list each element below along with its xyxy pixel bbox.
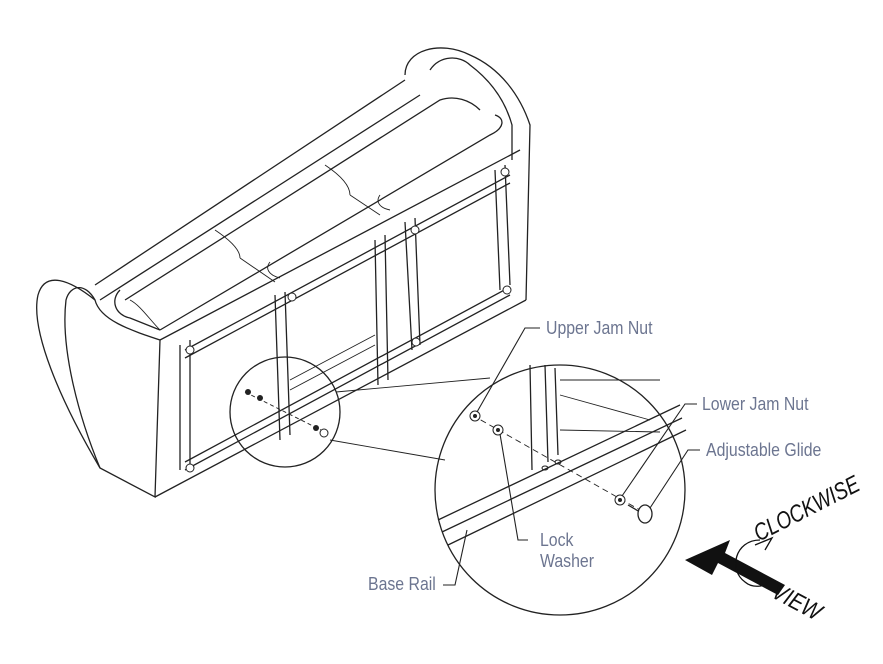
label-adjustable-glide: Adjustable Glide — [706, 440, 822, 460]
label-lower-jam-nut: Lower Jam Nut — [702, 394, 809, 414]
leader-lines — [443, 327, 700, 586]
label-lock: Lock — [540, 530, 574, 550]
label-base-rail: Base Rail — [368, 574, 436, 594]
detail-callout-small — [229, 356, 341, 468]
detail-callout-large — [434, 364, 687, 616]
glide-dots — [185, 167, 512, 473]
view-arrow-icon — [685, 536, 785, 595]
label-washer: Washer — [540, 551, 594, 571]
sofa-outline — [36, 47, 531, 499]
label-upper-jam-nut: Upper Jam Nut — [546, 318, 653, 338]
